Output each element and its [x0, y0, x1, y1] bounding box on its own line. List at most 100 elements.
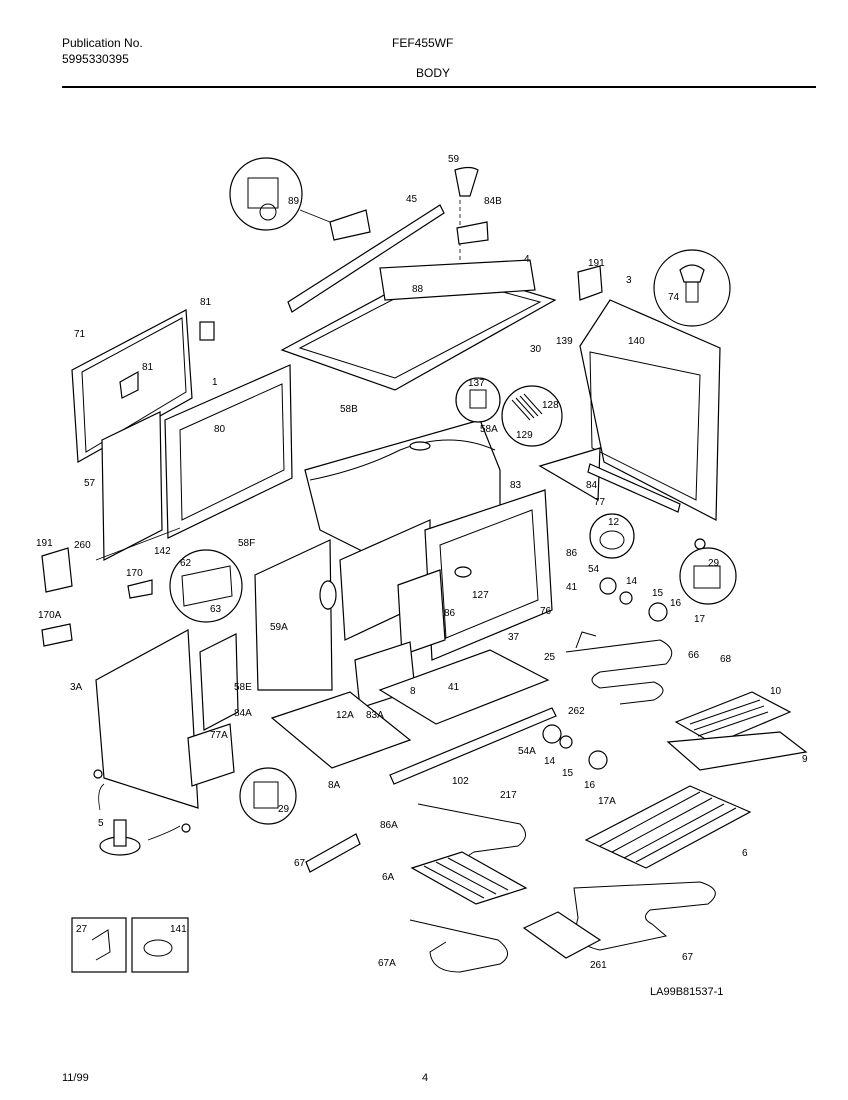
- publication-label: Publication No.: [62, 36, 143, 50]
- callout-label: 54A: [518, 746, 536, 757]
- callout-label: 71: [74, 329, 86, 340]
- callout-labels: 59 45 84B 89 4 191 3 74 88 81 71 81 1 30…: [36, 154, 808, 971]
- callout-label: 59: [448, 154, 460, 165]
- callout-label: 81: [200, 297, 212, 308]
- callout-label: 170: [126, 568, 143, 579]
- callout-label: 77A: [210, 730, 228, 741]
- callout-label: 29: [708, 558, 720, 569]
- callout-label: 261: [590, 960, 607, 971]
- callout-label: 67A: [378, 958, 396, 969]
- callout-label: 59A: [270, 622, 288, 633]
- callout-label: 102: [452, 776, 469, 787]
- callout-label: 83A: [366, 710, 384, 721]
- oven-floor: [270, 649, 557, 785]
- callout-label: 5: [98, 818, 104, 829]
- rack-6A: [410, 851, 528, 905]
- detail-circle-137: [455, 377, 501, 423]
- right-side-panel: [538, 265, 721, 550]
- callout-label: 8: [410, 686, 416, 697]
- callout-label: 83: [510, 480, 522, 491]
- callout-label: 37: [508, 632, 520, 643]
- callout-label: 58A: [480, 424, 498, 435]
- callout-label: 15: [652, 588, 664, 599]
- callout-label: 89: [288, 196, 300, 207]
- callout-label: 17A: [598, 796, 616, 807]
- callout-label: 84: [586, 480, 598, 491]
- callout-label: 27: [76, 924, 88, 935]
- header-rule: [62, 86, 816, 88]
- inset-boxes: [71, 917, 189, 973]
- callout-label: 137: [468, 378, 485, 389]
- footer-date: 11/99: [62, 1072, 89, 1084]
- detail-circle-128: [501, 385, 563, 447]
- callout-label: 139: [556, 336, 573, 347]
- callout-label: 14: [544, 756, 556, 767]
- drawing-id: LA99B81537-1: [650, 986, 724, 998]
- callout-label: 17: [694, 614, 706, 625]
- callout-label: 84A: [234, 708, 252, 719]
- callout-label: 67: [682, 952, 694, 963]
- callout-label: 63: [210, 604, 222, 615]
- callout-label: 86: [444, 608, 456, 619]
- callout-label: 29: [278, 804, 290, 815]
- callout-label: 3: [626, 275, 632, 286]
- callout-label: 16: [670, 598, 682, 609]
- callout-label: 62: [180, 558, 192, 569]
- top-panel: [280, 166, 557, 391]
- callout-label: 45: [406, 194, 418, 205]
- callout-label: 10: [770, 686, 782, 697]
- callout-label: 25: [544, 652, 556, 663]
- callout-label: 84B: [484, 196, 502, 207]
- section-title: BODY: [416, 66, 451, 80]
- grill-tray-261: [522, 911, 602, 959]
- callout-label: 54: [588, 564, 600, 575]
- left-side-panel: [95, 364, 293, 561]
- storage-drawer-panel: [41, 547, 239, 809]
- page-number: 4: [422, 1072, 429, 1084]
- callout-label: 30: [530, 344, 542, 355]
- callout-label: 141: [170, 924, 187, 935]
- callout-label: 129: [516, 430, 533, 441]
- callout-label: 170A: [38, 610, 62, 621]
- callout-label: 86: [566, 548, 578, 559]
- callout-label: 6A: [382, 872, 395, 883]
- callout-label: 86A: [380, 820, 398, 831]
- callout-label: 88: [412, 284, 424, 295]
- detail-circle-62: [169, 549, 243, 623]
- bake-element-upper: [565, 631, 673, 705]
- callout-label: 8A: [328, 780, 341, 791]
- detail-circle-74: [653, 249, 731, 327]
- callout-label: 12A: [336, 710, 354, 721]
- detail-circle-89: [229, 157, 371, 241]
- callout-label: 67: [294, 858, 306, 869]
- model-number: FEF455WF: [392, 36, 454, 50]
- callout-label: 76: [540, 606, 552, 617]
- callout-label: 16: [584, 780, 596, 791]
- callout-label: 3A: [70, 682, 83, 693]
- callout-label: 58F: [238, 538, 255, 549]
- callout-label: 81: [142, 362, 154, 373]
- detail-circle-12: [589, 513, 635, 559]
- callout-label: 77: [594, 497, 606, 508]
- leveling-leg: [93, 769, 191, 856]
- callout-label: 41: [566, 582, 578, 593]
- callout-label: 12: [608, 517, 620, 528]
- oven-body: [254, 419, 553, 709]
- callout-label: 68: [720, 654, 732, 665]
- callout-label: 6: [742, 848, 748, 859]
- callout-label: 191: [588, 258, 605, 269]
- callout-label: 9: [802, 754, 808, 765]
- detail-circle-29-left: [239, 767, 297, 825]
- callout-label: 58B: [340, 404, 358, 415]
- publication-number: 5995330395: [62, 52, 129, 66]
- callout-label: 66: [688, 650, 700, 661]
- broiler-pan: [666, 691, 808, 771]
- callout-label: 191: [36, 538, 53, 549]
- callout-label: 74: [668, 292, 680, 303]
- callout-label: 262: [568, 706, 585, 717]
- callout-label: 58E: [234, 682, 252, 693]
- callout-label: 1: [212, 377, 218, 388]
- callout-label: 4: [524, 254, 530, 265]
- oven-rack: [584, 785, 752, 869]
